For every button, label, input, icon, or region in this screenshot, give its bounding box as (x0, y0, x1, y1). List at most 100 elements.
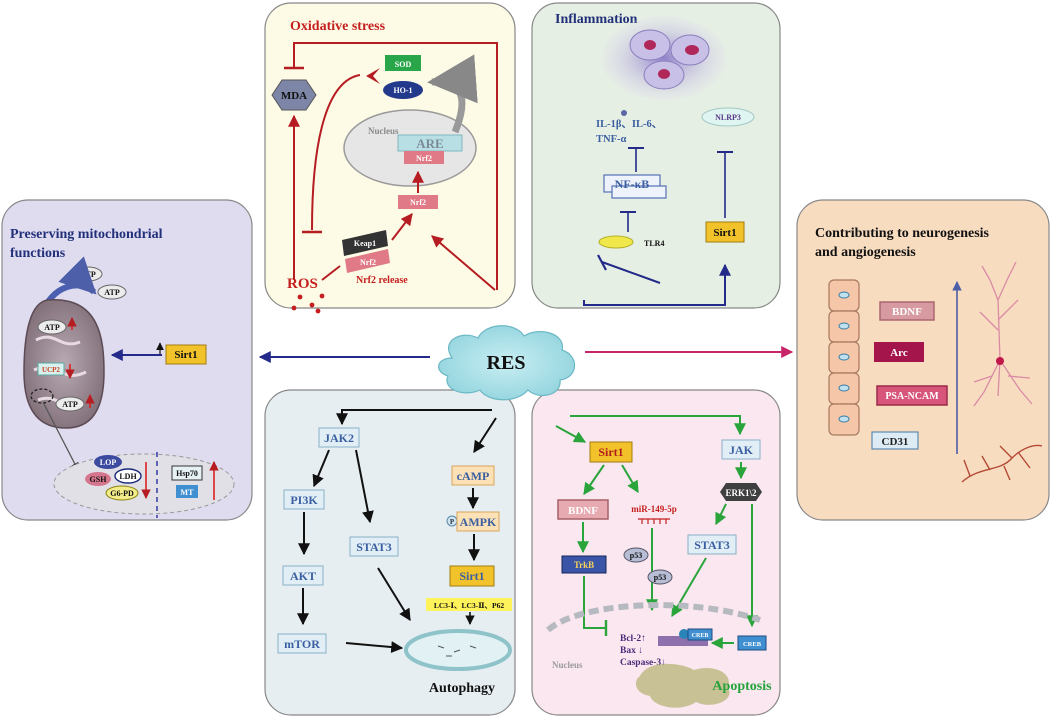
trkb-to-nucleus-line (583, 576, 606, 629)
creb-dot (679, 629, 689, 639)
stat3-to-autophagy-arrow (377, 567, 411, 622)
complex-to-nrf2-arrow (391, 213, 413, 241)
nucleus-label: Nucleus (368, 126, 399, 136)
mito-vesicle (30, 388, 54, 404)
cell-nucleus-2 (685, 45, 699, 55)
ampk-node (456, 511, 500, 532)
tlr4-node (598, 235, 634, 249)
bdnf-neuro-label: BDNF (892, 306, 922, 318)
res-label: RES (487, 352, 526, 374)
dna-strand (658, 636, 708, 646)
nrf2-bound-label: Nrf2 (360, 258, 376, 267)
jak2-to-pi3k-arrow (312, 449, 330, 488)
lop-node (94, 455, 122, 469)
creb-node-inner (687, 628, 713, 641)
ldh-label: LDH (119, 472, 137, 481)
arc-label: Arc (890, 347, 908, 359)
pi3k-label: PI3K (290, 493, 318, 507)
nrf2-bound-node (345, 249, 390, 273)
sirt1-infl-label: Sirt1 (713, 227, 736, 239)
are-label: ARE (416, 136, 443, 151)
nrf2-free-node (398, 195, 438, 209)
ros-label: ROS (287, 276, 318, 292)
mtor-label: mTOR (284, 637, 320, 651)
cell-nucleus-1 (644, 40, 656, 50)
akt-label: AKT (290, 569, 316, 583)
oxidative-stress-group: Oxidative stress MDA SOD HO-1 Nucleus AR… (271, 19, 498, 314)
jak2-to-stat3-arrow (355, 449, 374, 524)
p53-node-2 (647, 569, 673, 585)
res-to-jak2-arrow (336, 409, 492, 426)
bdnf-apop-label: BDNF (568, 505, 598, 517)
trkb-label: TrkB (574, 560, 594, 570)
mir-label: miR-149-5p (631, 504, 677, 514)
atp-mid (37, 319, 67, 335)
atp-mid-label: ATP (44, 323, 60, 332)
sirt1-auto-label: Sirt1 (459, 569, 484, 583)
psa-ncam-label: PSA-NCAM (885, 391, 939, 402)
mito-title-line2: functions (10, 246, 66, 261)
mda-node (271, 79, 317, 111)
res-cloud: RES (438, 325, 576, 401)
sirt1-to-mir-arrow (621, 464, 639, 494)
hsp70-label: Hsp70 (176, 469, 198, 478)
ldh-node (114, 468, 142, 484)
sod-label: SOD (395, 60, 412, 69)
bax-label: Bax ↓ (620, 646, 643, 656)
autophagy-group: JAK2 PI3K AKT mTOR STAT3 cAMP P AMPK Sir… (277, 409, 512, 696)
keap1-label: Keap1 (354, 239, 376, 248)
lc3-node (426, 598, 512, 611)
ucp2-label: UCP2 (42, 366, 60, 374)
blood-vessel-drawing (961, 444, 1043, 483)
inflammation-group: Inflammation IL-1β、IL-6、 TNF-α NLRP3 NF-… (555, 12, 755, 306)
erk-label: ERK1\2 (725, 488, 757, 498)
nlrp3-label: NLRP3 (715, 113, 741, 122)
mir-strand (638, 518, 670, 524)
stat3-apop-node (687, 534, 737, 555)
mt-label: MT (181, 488, 195, 497)
gsh-node (85, 472, 111, 486)
jak-label: JAK (729, 443, 754, 457)
cd31-label: CD31 (882, 436, 909, 448)
trkb-node (561, 555, 607, 574)
res-to-tlr4-line (601, 261, 661, 284)
autophagy-title: Autophagy (429, 681, 495, 696)
jak-node (721, 439, 761, 460)
bdnf-neuro-node (879, 301, 935, 321)
ros-particles (291, 293, 325, 314)
g6pd-label: G6-PD (110, 489, 134, 498)
ampk-label: AMPK (460, 515, 497, 529)
ho1-label: HO-1 (393, 86, 412, 95)
sirt1-mito-node (165, 344, 207, 365)
gsh-label: GSH (90, 475, 108, 484)
jak2-node (318, 427, 360, 448)
ros-to-complex-line (321, 265, 341, 281)
bdnf-apop-node (557, 499, 609, 520)
arc-node (874, 342, 924, 362)
sirt1-apop-node (589, 441, 633, 463)
stat3-apop-label: STAT3 (694, 538, 730, 552)
phospho-label: P (450, 518, 455, 526)
stat3-auto-node (349, 536, 399, 557)
cytokines-label-2: TNF-α (596, 134, 626, 145)
ho1-node (383, 81, 423, 99)
oxidative-stress-title: Oxidative stress (290, 19, 386, 34)
atp-bottom (55, 396, 85, 412)
vesicle-to-cytosol-arrow (43, 403, 79, 471)
ucp2-node (37, 362, 65, 376)
sirt1-infl-node (705, 221, 745, 243)
nrf2-nucleus-node (404, 151, 444, 164)
cell-nucleus-3 (658, 69, 670, 79)
nrf2-release-label: Nrf2 release (356, 275, 408, 286)
res-to-camp-arrow (473, 417, 497, 454)
neuro-title-line1: Contributing to neurogenesis (815, 226, 990, 241)
jak2-label: JAK2 (324, 431, 354, 445)
akt-node (282, 565, 324, 586)
nucleus-apop-label: Nucleus (552, 660, 583, 670)
sod-inhibit-ros-line (311, 74, 361, 231)
bcl2-label: Bcl-2↑ (620, 634, 646, 644)
cytokines-label-1: IL-1β、IL-6、 (596, 119, 662, 130)
apoptosis-panel (531, 389, 781, 716)
nfkb-node-shadow (611, 185, 667, 199)
tlr4-label: TLR4 (644, 239, 664, 248)
